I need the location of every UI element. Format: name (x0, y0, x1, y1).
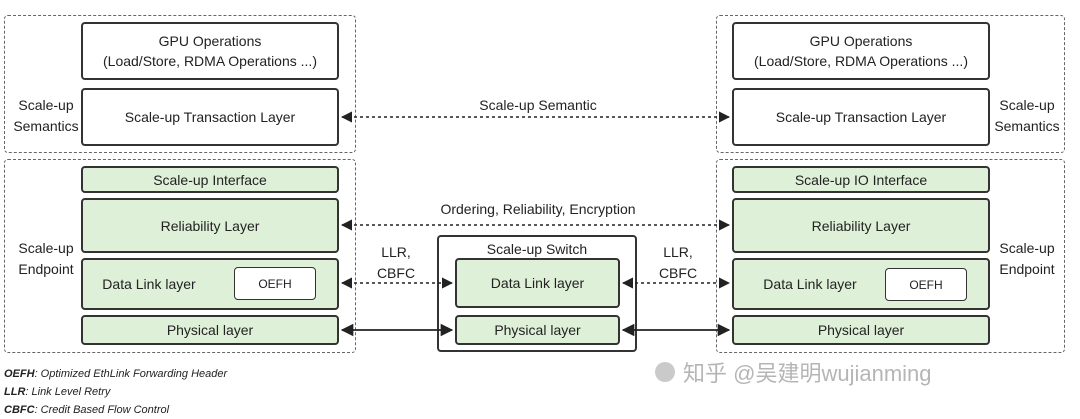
legend-cbfc: CBFC: Credit Based Flow Control (4, 401, 227, 419)
legend-cbfc-abbr: CBFC (4, 404, 35, 416)
right-semantics-label: Scale-up Semantics (990, 95, 1064, 137)
left-endpoint-group (4, 159, 356, 353)
right-semantics-group (716, 15, 1065, 153)
watermark: 知乎 @吴建明wujianming (655, 356, 932, 388)
legend-oefh: OEFH: Optimized EthLink Forwarding Heade… (4, 365, 227, 383)
right-data-link-label: Data Link layer (763, 276, 857, 292)
left-gpu-ops-subtitle: (Load/Store, RDMA Operations ...) (103, 53, 317, 69)
left-reliability-label: Reliability Layer (160, 217, 260, 234)
right-transaction-layer-box: Scale-up Transaction Layer (732, 88, 990, 146)
right-llr-line2: CBFC (658, 265, 698, 281)
left-semantics-label: Scale-up Semantics (8, 95, 84, 137)
right-gpu-operations-box: GPU Operations (Load/Store, RDMA Operati… (732, 22, 990, 80)
switch-physical-box: Physical layer (455, 315, 620, 345)
right-semantics-label-line1: Scale-up (999, 97, 1055, 113)
legend-llr-text: : Link Level Retry (25, 386, 111, 398)
right-physical-box: Physical layer (732, 315, 990, 345)
semantic-connection-label: Scale-up Semantic (479, 97, 597, 113)
right-endpoint-label: Scale-up Endpoint (990, 238, 1064, 280)
legend-oefh-abbr: OEFH (4, 368, 35, 380)
left-llr-line2: CBFC (376, 265, 416, 281)
left-gpu-ops-title: GPU Operations (158, 33, 262, 49)
legend-cbfc-text: : Credit Based Flow Control (34, 404, 170, 416)
left-interface-label: Scale-up Interface (153, 171, 267, 188)
switch-physical-label: Physical layer (494, 322, 581, 338)
right-llr-line1: LLR, (663, 244, 693, 260)
right-reliability-label: Reliability Layer (811, 217, 911, 234)
left-physical-box: Physical layer (81, 315, 339, 345)
left-data-link-box: Data Link layer (81, 258, 339, 310)
ordering-connection-label: Ordering, Reliability, Encryption (440, 201, 636, 217)
left-endpoint-label-line2: Endpoint (18, 261, 74, 277)
left-oefh-label: OEFH (258, 276, 292, 291)
right-oefh-label: OEFH (909, 277, 943, 292)
left-endpoint-label-line1: Scale-up (18, 240, 74, 256)
right-reliability-box: Reliability Layer (732, 198, 990, 253)
left-semantics-group (4, 15, 356, 153)
right-gpu-ops-title: GPU Operations (809, 33, 913, 49)
right-semantics-label-line2: Semantics (994, 118, 1060, 134)
right-endpoint-label-line2: Endpoint (999, 261, 1055, 277)
left-semantics-label-line2: Semantics (13, 118, 79, 134)
switch-title: Scale-up Switch (486, 241, 588, 257)
left-transaction-layer-box: Scale-up Transaction Layer (81, 88, 339, 146)
legend-llr: LLR: Link Level Retry (4, 383, 227, 401)
switch-data-link-label: Data Link layer (490, 275, 585, 291)
right-endpoint-group (716, 159, 1065, 353)
watermark-logo-icon (655, 362, 675, 382)
right-physical-label: Physical layer (817, 322, 905, 338)
left-interface-box: Scale-up Interface (81, 166, 339, 193)
right-llr-label: LLR, CBFC (648, 242, 708, 284)
left-physical-label: Physical layer (166, 322, 254, 338)
legend-llr-abbr: LLR (4, 386, 26, 398)
legend-oefh-text: : Optimized EthLink Forwarding Header (34, 368, 228, 380)
switch-data-link-box: Data Link layer (455, 258, 620, 308)
watermark-text: 知乎 @吴建明wujianming (683, 361, 932, 386)
left-gpu-operations-box: GPU Operations (Load/Store, RDMA Operati… (81, 22, 339, 80)
left-reliability-box: Reliability Layer (81, 198, 339, 253)
left-oefh-box: OEFH (234, 267, 316, 300)
left-semantics-label-line1: Scale-up (18, 97, 74, 113)
right-transaction-layer-label: Scale-up Transaction Layer (775, 109, 947, 125)
right-interface-box: Scale-up IO Interface (732, 166, 990, 193)
right-endpoint-label-line1: Scale-up (999, 240, 1055, 256)
legend: OEFH: Optimized EthLink Forwarding Heade… (4, 365, 227, 419)
right-gpu-ops-subtitle: (Load/Store, RDMA Operations ...) (754, 53, 968, 69)
left-transaction-layer-label: Scale-up Transaction Layer (124, 109, 296, 125)
left-endpoint-label: Scale-up Endpoint (8, 238, 84, 280)
right-interface-label: Scale-up IO Interface (794, 171, 928, 188)
right-oefh-box: OEFH (885, 268, 967, 301)
left-data-link-label: Data Link layer (102, 276, 196, 292)
left-llr-label: LLR, CBFC (366, 242, 426, 284)
left-llr-line1: LLR, (381, 244, 411, 260)
